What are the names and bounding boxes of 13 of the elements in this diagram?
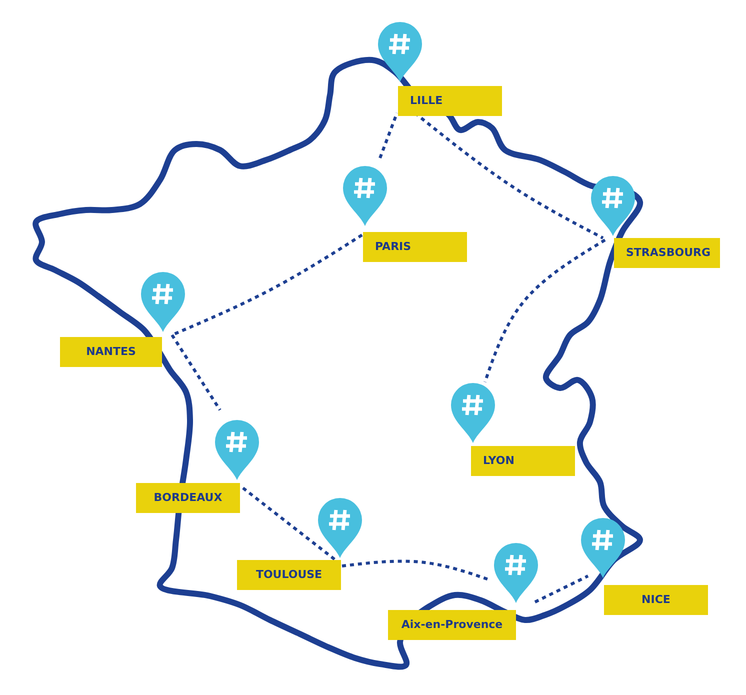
city-label: TOULOUSE	[237, 560, 341, 590]
dashed-route-line	[342, 560, 490, 582]
city-label: Aix-en-Provence	[388, 610, 516, 640]
city-label: NANTES	[60, 337, 162, 367]
dashed-route-line	[170, 334, 222, 411]
city-label: PARIS	[363, 232, 467, 262]
city-label: STRASBOURG	[614, 238, 720, 268]
city-label: LYON	[471, 446, 575, 476]
city-label: NICE	[604, 585, 708, 615]
city-label: BORDEAUX	[136, 483, 240, 513]
city-label: LILLE	[398, 86, 502, 116]
dashed-route-line	[378, 112, 398, 159]
dashed-route-line	[484, 238, 606, 382]
